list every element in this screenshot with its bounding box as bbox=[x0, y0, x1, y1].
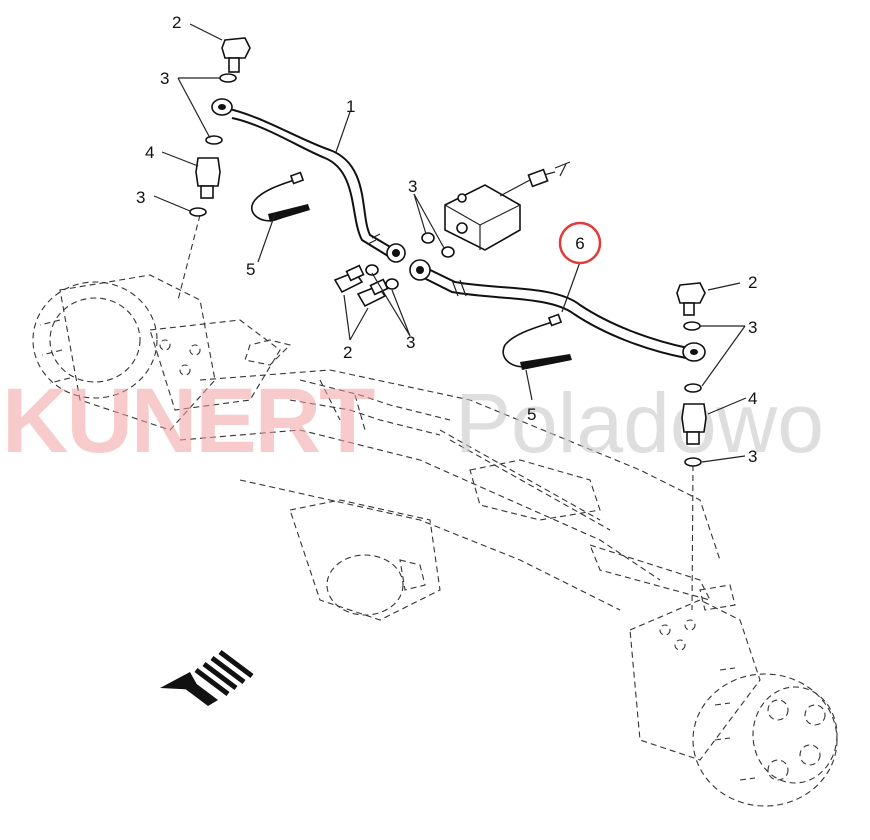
watermark-brand: KUNERT bbox=[2, 370, 375, 472]
watermark-suffix: Poladowo bbox=[455, 376, 824, 470]
callout-rings-center: 3 bbox=[408, 177, 417, 196]
callout-hose-1: 1 bbox=[346, 97, 355, 116]
callouts: 2 3 4 3 1 5 3 2 3 2 3 4 3 5 bbox=[136, 13, 757, 466]
left-fittings bbox=[189, 37, 251, 217]
hose-6 bbox=[409, 259, 706, 362]
callout-ring-left-lower: 3 bbox=[136, 188, 145, 207]
right-fittings bbox=[676, 282, 707, 467]
cable-tie-right bbox=[502, 313, 572, 370]
callout-rings-right: 3 bbox=[748, 318, 757, 337]
callout-tie-right: 5 bbox=[527, 405, 536, 424]
highlight-circle bbox=[558, 221, 602, 265]
callout-bolts-center: 2 bbox=[343, 343, 352, 362]
callout-rings-center-lower: 3 bbox=[406, 333, 415, 352]
center-fittings bbox=[333, 232, 455, 308]
callout-bolt-top-left: 2 bbox=[172, 13, 181, 32]
hose-1 bbox=[211, 98, 406, 263]
callout-adapter-left: 4 bbox=[145, 143, 154, 162]
callout-hose-6: 6 bbox=[575, 234, 584, 253]
leader-lines bbox=[153, 23, 747, 463]
callout-bolt-right: 2 bbox=[748, 273, 757, 292]
watermark: KUNERT Poladowo bbox=[2, 370, 824, 472]
highlight-callout-6: 6 bbox=[558, 221, 602, 265]
hydraulic-block bbox=[444, 161, 571, 251]
axle-housing bbox=[32, 274, 838, 807]
forward-arrow-icon bbox=[160, 650, 254, 706]
cable-tie-left bbox=[251, 171, 310, 222]
callout-rings-top-left: 3 bbox=[160, 69, 169, 88]
callout-tie-left: 5 bbox=[246, 260, 255, 279]
callout-ring-right-lower: 3 bbox=[748, 447, 757, 466]
callout-adapter-right: 4 bbox=[748, 389, 757, 408]
install-guides bbox=[177, 214, 694, 611]
